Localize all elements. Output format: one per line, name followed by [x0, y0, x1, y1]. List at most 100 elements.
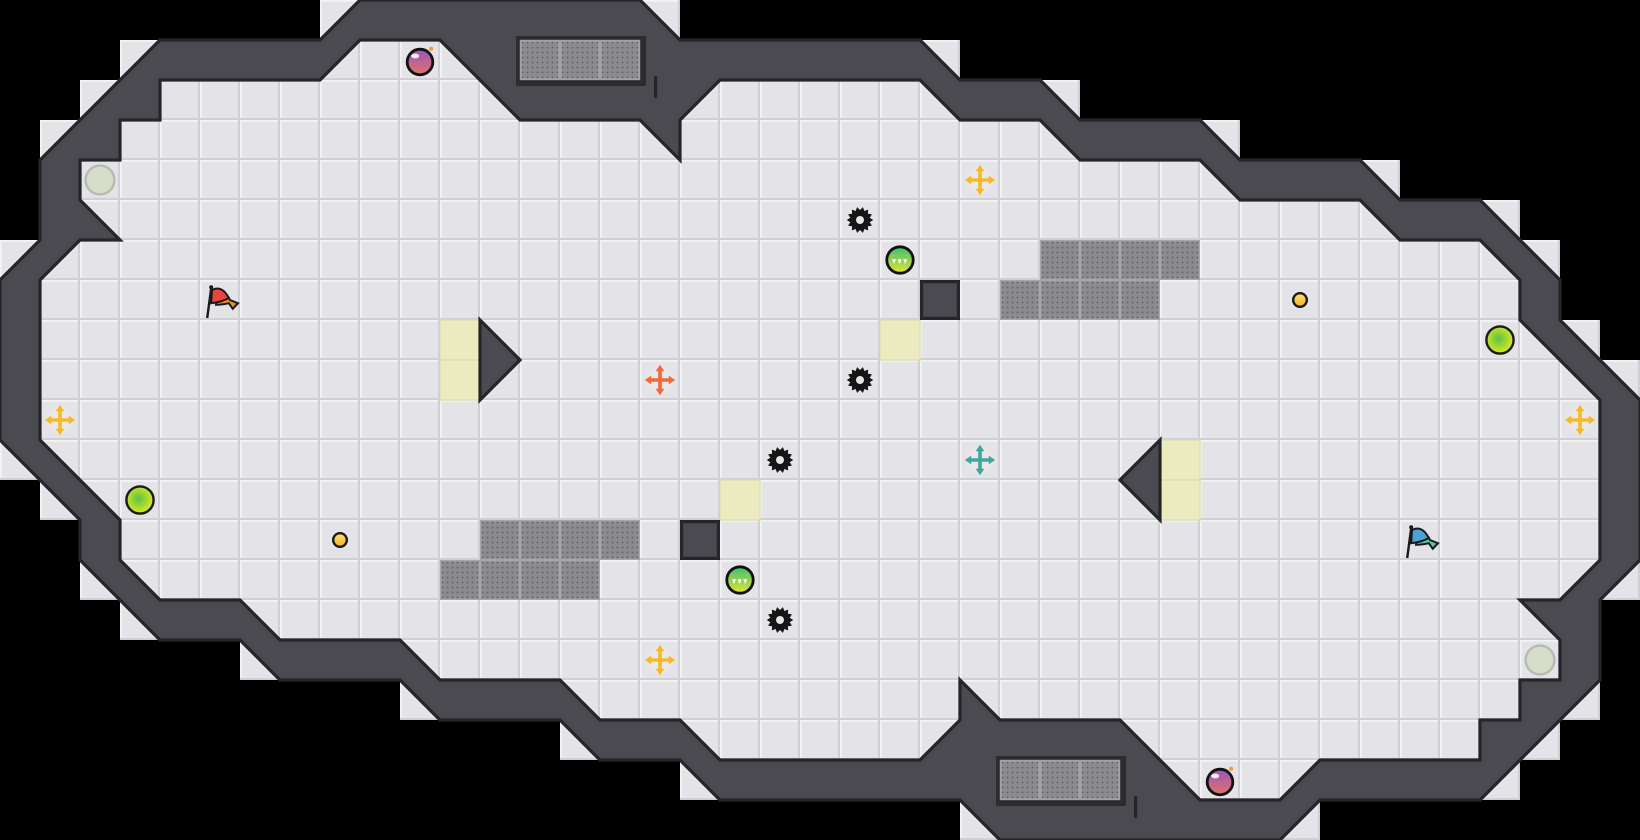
arrow-head-icon	[980, 455, 996, 465]
arrow-head-icon	[655, 380, 665, 396]
floor-grate-tile	[1040, 239, 1081, 280]
floor-grate-tile	[600, 520, 641, 561]
gear-hole	[856, 376, 864, 384]
wall-vent-grate	[559, 39, 601, 81]
arrow-head-icon	[975, 164, 985, 180]
move-arrows-icon	[964, 444, 996, 476]
flag-icon	[206, 285, 240, 319]
coin-body	[331, 531, 349, 549]
arrow-head-icon	[975, 460, 985, 476]
arrow-head-icon	[655, 660, 665, 676]
move-arrows-icon	[964, 164, 996, 196]
floor-grate-tile	[1120, 279, 1161, 320]
flag-cloth	[1410, 527, 1431, 545]
spawn-pad-icon	[84, 164, 116, 196]
spawn-pad-icon	[1524, 644, 1556, 676]
pressure-pad-tile	[439, 359, 481, 401]
arrow-head-icon	[660, 375, 676, 385]
pressure-pad-tile	[1159, 439, 1201, 481]
arrow-head-icon	[975, 180, 985, 196]
floor-grate-tile	[480, 560, 521, 601]
move-arrows-icon	[644, 364, 676, 396]
floor-grate-tile	[1080, 279, 1121, 320]
gear-icon	[846, 367, 874, 393]
arrow-head-icon	[655, 364, 665, 380]
flag-cloth	[210, 287, 231, 305]
wall-vent-grate	[1039, 759, 1081, 801]
wall-block	[680, 519, 721, 560]
flag-pole-knob	[1409, 525, 1414, 530]
floor-fixtures	[439, 239, 1201, 601]
arrow-head-icon	[1575, 420, 1585, 436]
orb-stripes	[892, 259, 908, 264]
move-arrows-icon	[644, 644, 676, 676]
flag-pole-knob	[209, 285, 214, 290]
lime-orb-body	[125, 485, 155, 515]
striped-orb-icon	[725, 565, 755, 595]
bomb-body	[1205, 767, 1235, 797]
bomb-shine	[411, 53, 420, 59]
floor-grate-tile	[1000, 279, 1041, 320]
arrow-head-icon	[1575, 404, 1585, 420]
striped-orb-icon	[885, 245, 915, 275]
floor-grate-tile	[1040, 279, 1081, 320]
arrow-head-icon	[44, 415, 60, 425]
gear-icon	[766, 607, 794, 633]
coin-body	[1291, 291, 1309, 309]
arrow-head-icon	[964, 455, 980, 465]
wall-vent-grate	[999, 759, 1041, 801]
arrow-head-icon	[964, 175, 980, 185]
wall-spike-right	[478, 316, 523, 404]
arrow-head-icon	[60, 415, 76, 425]
wall-vent-grate	[1079, 759, 1121, 801]
floor-grate-tile	[560, 560, 601, 601]
bomb-body	[405, 47, 435, 77]
floor-grate-tile	[1160, 239, 1201, 280]
arrow-head-icon	[644, 655, 660, 665]
floor-grate-tile	[440, 560, 481, 601]
arrow-head-icon	[980, 175, 996, 185]
arrow-head-icon	[1580, 415, 1596, 425]
spawn-pad-circle	[1524, 644, 1556, 676]
pressure-pad-tile	[1159, 479, 1201, 521]
arrow-head-icon	[655, 644, 665, 660]
bomb-fuse-spark	[1229, 766, 1234, 771]
wall-slot	[654, 76, 658, 98]
wall-vent-grate	[519, 39, 561, 81]
pressure-pad-tile	[879, 319, 921, 361]
coin-icon	[1291, 291, 1309, 309]
gear-icon	[766, 447, 794, 473]
wall-vent-grate	[599, 39, 641, 81]
orb-stripes	[732, 579, 748, 584]
wall-block	[920, 279, 961, 320]
bomb-icon	[1205, 766, 1235, 797]
arrow-head-icon	[644, 375, 660, 385]
pressure-pad-tile	[719, 479, 761, 521]
arrow-head-icon	[55, 404, 65, 420]
bomb-fuse-spark	[429, 46, 434, 51]
lime-orb-body	[1485, 325, 1515, 355]
floor-grate-tile	[1120, 239, 1161, 280]
lime-orb-icon	[125, 485, 155, 515]
lime-orb-icon	[1485, 325, 1515, 355]
floor-grate-tile	[480, 520, 521, 561]
gear-hole	[776, 616, 784, 624]
arrow-head-icon	[55, 420, 65, 436]
bomb-icon	[405, 46, 435, 77]
arrow-head-icon	[660, 655, 676, 665]
pressure-pad-tile	[439, 319, 481, 361]
gear-icon	[846, 207, 874, 233]
gear-hole	[856, 216, 864, 224]
move-arrows-icon	[44, 404, 76, 436]
floor-grate-tile	[520, 520, 561, 561]
floor-grate-tile	[520, 560, 561, 601]
wall-spike-left	[1117, 436, 1162, 524]
spawn-pad-circle	[84, 164, 116, 196]
move-arrows-icon	[1564, 404, 1596, 436]
floor-grate-tile	[1080, 239, 1121, 280]
floor-grate-tile	[560, 520, 601, 561]
entities-layer	[44, 46, 1596, 797]
